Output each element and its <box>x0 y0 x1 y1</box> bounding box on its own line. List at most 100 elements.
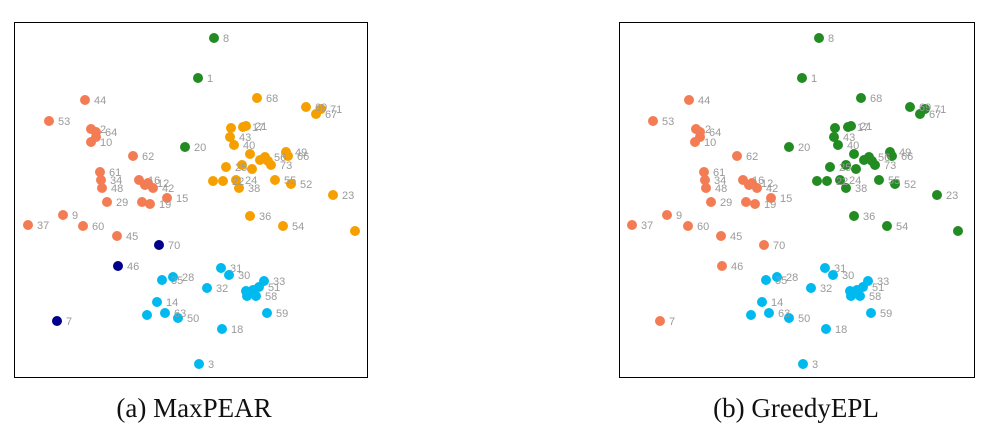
data-point <box>829 132 839 142</box>
point-label: 37 <box>37 220 49 232</box>
point-label: 67 <box>929 109 941 121</box>
data-point <box>168 272 178 282</box>
data-point <box>866 308 876 318</box>
data-point <box>820 263 830 273</box>
data-point <box>627 220 637 230</box>
point-label: 61 <box>713 167 725 179</box>
point-label: 9 <box>676 210 682 222</box>
point-label: 40 <box>847 140 859 152</box>
data-point <box>812 176 822 186</box>
point-label: 62 <box>746 151 758 163</box>
data-point <box>113 261 123 271</box>
point-label: 1 <box>207 73 213 85</box>
point-label: 46 <box>731 261 743 273</box>
point-label: 73 <box>280 160 292 172</box>
point-label: 16 <box>148 175 160 187</box>
point-label: 31 <box>834 263 846 275</box>
data-point <box>700 175 710 185</box>
point-label: 58 <box>265 291 277 303</box>
data-point <box>202 283 212 293</box>
data-point <box>278 221 288 231</box>
point-label: 7 <box>66 316 72 328</box>
data-point <box>757 297 767 307</box>
point-label: 54 <box>896 221 908 233</box>
point-label: 70 <box>168 240 180 252</box>
point-label: 45 <box>730 231 742 243</box>
data-point <box>97 183 107 193</box>
data-point <box>867 156 877 166</box>
data-point <box>301 102 311 112</box>
point-label: 48 <box>715 183 727 195</box>
data-point <box>953 226 963 236</box>
point-label: 15 <box>780 193 792 205</box>
point-label: 14 <box>771 297 783 309</box>
data-point <box>234 183 244 193</box>
point-label: 8 <box>828 33 834 45</box>
data-point <box>218 176 228 186</box>
point-label: 28 <box>182 272 194 284</box>
data-point <box>744 180 754 190</box>
point-label: 24 <box>245 175 257 187</box>
greedyepl-labels: 1237891012141516171819202122232425282930… <box>641 33 958 371</box>
data-point <box>852 285 862 295</box>
data-point <box>732 151 742 161</box>
point-label: 3 <box>208 359 214 371</box>
data-point <box>772 272 782 282</box>
point-label: 23 <box>946 190 958 202</box>
data-point <box>194 359 204 369</box>
point-label: 55 <box>284 175 296 187</box>
data-point <box>78 221 88 231</box>
point-label: 52 <box>904 179 916 191</box>
point-label: 51 <box>268 282 280 294</box>
point-label: 51 <box>872 282 884 294</box>
data-point <box>96 175 106 185</box>
point-label: 14 <box>166 297 178 309</box>
point-label: 33 <box>273 276 285 288</box>
data-point <box>152 297 162 307</box>
point-label: 60 <box>697 221 709 233</box>
point-label: 19 <box>764 199 776 211</box>
point-label: 54 <box>292 221 304 233</box>
data-point <box>648 116 658 126</box>
data-point <box>835 175 845 185</box>
point-label: 44 <box>94 95 106 107</box>
data-point <box>859 155 869 165</box>
point-label: 16 <box>752 175 764 187</box>
point-label: 63 <box>174 308 186 320</box>
point-label: 59 <box>276 308 288 320</box>
point-label: 29 <box>720 197 732 209</box>
point-label: 55 <box>888 175 900 187</box>
data-point <box>58 210 68 220</box>
point-label: 58 <box>869 291 881 303</box>
point-label: 17 <box>252 122 264 134</box>
point-label: 45 <box>126 231 138 243</box>
point-label: 32 <box>216 283 228 295</box>
caption-greedyepl: (b) GreedyEPL <box>713 393 879 423</box>
point-label: 37 <box>641 220 653 232</box>
data-point <box>684 95 694 105</box>
point-label: 19 <box>159 199 171 211</box>
data-point <box>255 155 265 165</box>
data-point <box>746 310 756 320</box>
point-label: 28 <box>786 272 798 284</box>
caption-maxpear: (a) MaxPEAR <box>116 393 272 423</box>
data-point <box>180 142 190 152</box>
data-point <box>764 308 774 318</box>
data-point <box>797 73 807 83</box>
point-label: 15 <box>176 193 188 205</box>
point-label: 30 <box>238 270 250 282</box>
data-point <box>814 33 824 43</box>
data-point <box>145 199 155 209</box>
data-point <box>112 231 122 241</box>
data-point <box>874 175 884 185</box>
point-label: 3 <box>812 359 818 371</box>
maxpear-points <box>23 33 360 369</box>
data-point <box>154 240 164 250</box>
data-point <box>662 210 672 220</box>
data-point <box>263 156 273 166</box>
point-label: 29 <box>116 197 128 209</box>
data-point <box>283 151 293 161</box>
data-point <box>905 102 915 112</box>
data-point <box>695 132 705 142</box>
maxpear-labels: 1237891012141516171819202122232425282930… <box>37 33 354 371</box>
